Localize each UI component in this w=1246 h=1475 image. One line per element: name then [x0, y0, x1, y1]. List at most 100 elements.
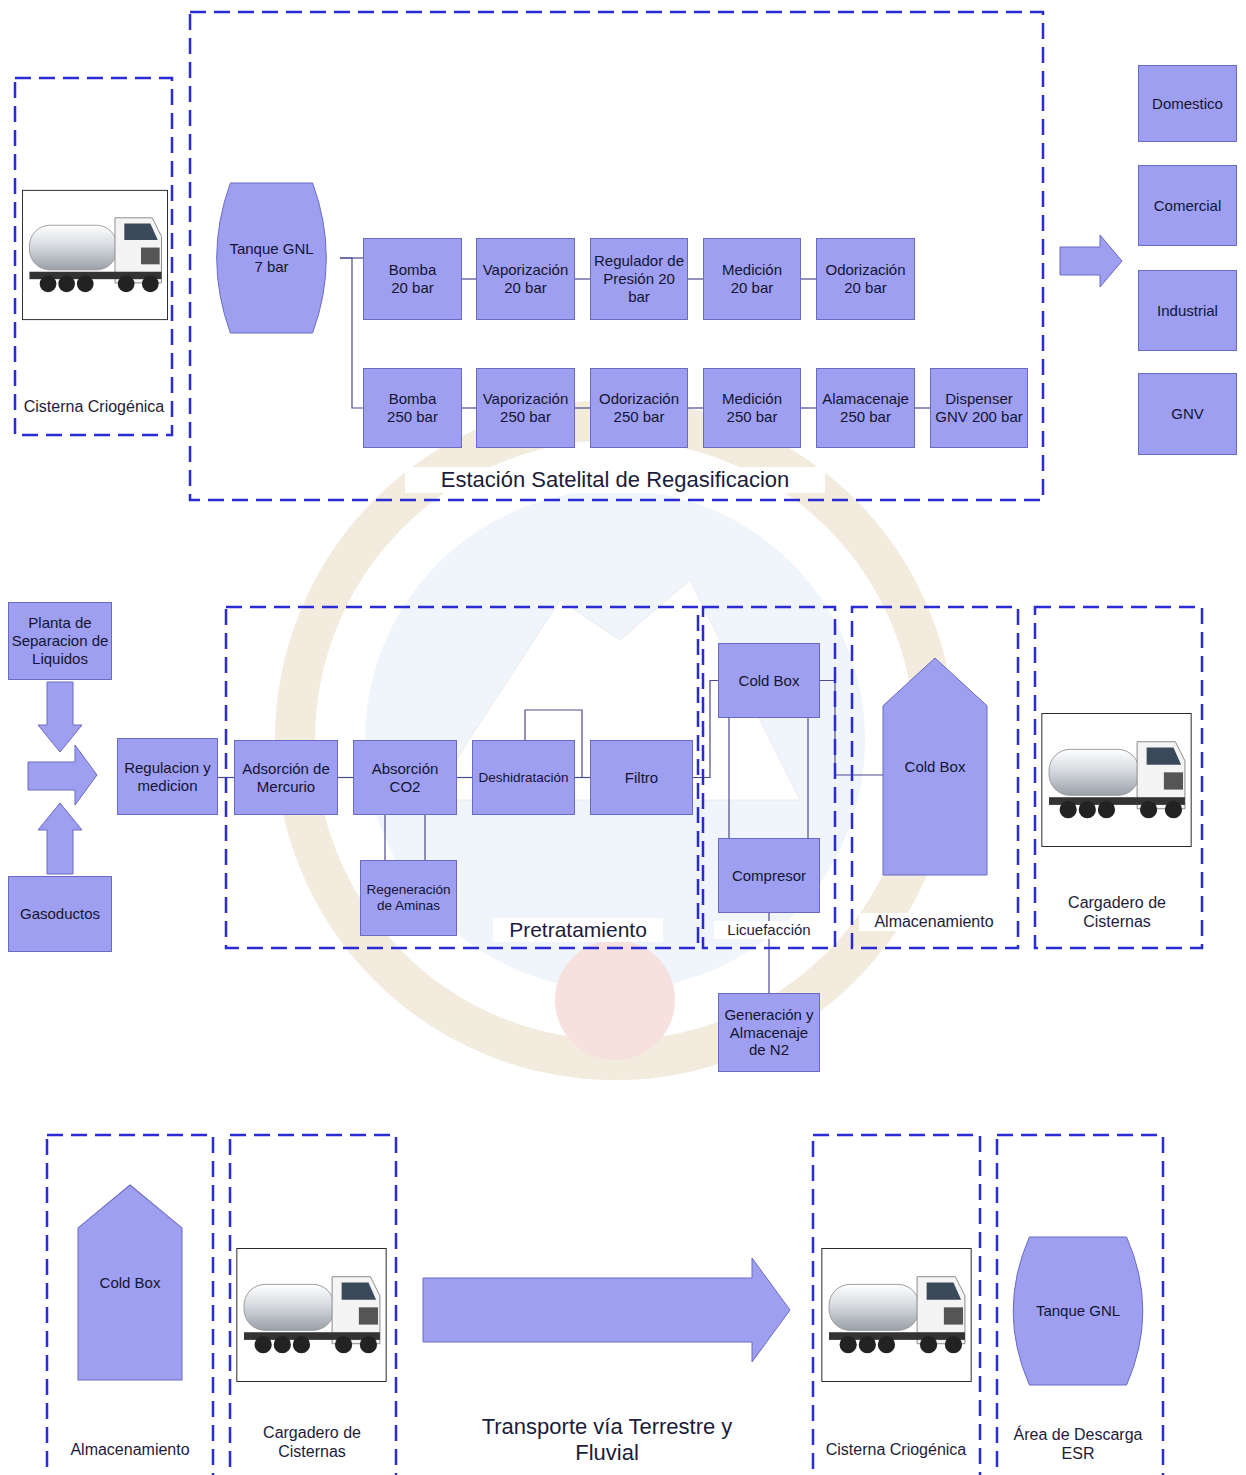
block-arrow — [423, 1258, 790, 1362]
box-label: Medición 250 bar — [716, 390, 788, 425]
connector-line — [688, 407, 703, 408]
process-box: Odorización 250 bar — [590, 368, 688, 448]
process-box: Filtro — [590, 740, 693, 815]
process-box: Comercial — [1138, 165, 1237, 246]
tank-shape: Tanque GNL 7 bar — [203, 183, 340, 333]
connector-line — [575, 777, 590, 778]
area-label: Almacenamiento — [859, 913, 1009, 932]
process-box: Industrial — [1138, 270, 1237, 351]
process-box: Odorización 20 bar — [816, 238, 915, 320]
dashed-area: Pretratamiento Adsorción de Mercurio Absor… — [226, 607, 698, 948]
seal-watermark — [295, 420, 935, 1060]
process-box: Deshidratación — [472, 740, 575, 815]
truck-picture — [1042, 713, 1191, 846]
connector-line — [575, 278, 590, 279]
dashed-area: Cargadero de Cisternas — [230, 1135, 396, 1475]
box-label: Compresor — [721, 867, 817, 885]
process-box: Regulador de Presión 20 bar — [590, 238, 688, 320]
block-arrow — [38, 803, 82, 874]
connector-line — [728, 718, 729, 838]
connector-line — [575, 407, 590, 408]
area-label: Estación Satelital de Regasificacion — [405, 467, 825, 493]
area-label: Cargadero de Cisternas — [1052, 894, 1182, 932]
transport-label: Transporte vía Terrestre y Fluvial — [467, 1414, 747, 1467]
process-box: Gasoductos — [8, 876, 112, 952]
dashed-area: Cisterna Criogénica — [15, 78, 172, 435]
box-label: Regulacion y medicion — [120, 759, 215, 794]
truck-picture — [822, 1248, 971, 1381]
box-label: Odorización 20 bar — [819, 261, 912, 296]
box-label: Medición 20 bar — [716, 261, 788, 296]
shape-fill — [217, 183, 327, 333]
dashed-area: Licuefacción Cold BoxCompresor — [703, 607, 835, 948]
box-label: Vaporización 250 bar — [479, 390, 572, 425]
process-box: Regeneración de Aminas — [360, 860, 457, 936]
area-label: Licuefacción — [714, 921, 824, 939]
box-label: GNV — [1141, 405, 1234, 423]
dashed-area: Almacenamiento Cold Box — [852, 607, 1018, 948]
dashed-outline — [852, 607, 1018, 948]
box-label: Absorción CO2 — [356, 760, 454, 795]
process-box: Compresor — [718, 838, 820, 913]
box-label: Bomba 250 bar — [382, 390, 444, 425]
dashed-outline — [703, 607, 835, 948]
connector-line — [338, 777, 353, 778]
connector-line — [462, 278, 476, 279]
dashed-outline — [190, 12, 1043, 500]
box-label: Bomba 20 bar — [382, 261, 444, 296]
process-box: Bomba 20 bar — [363, 238, 462, 320]
connector-line — [340, 258, 363, 408]
shape-fill — [883, 658, 987, 875]
process-box: Dispenser GNV 200 bar — [930, 368, 1028, 448]
dashed-outline — [15, 78, 172, 435]
area-label: Pretratamiento — [493, 918, 663, 943]
connector-line — [915, 407, 930, 408]
dashed-border — [15, 78, 172, 435]
process-box: Medición 250 bar — [703, 368, 801, 448]
connector-line — [807, 718, 808, 838]
dashed-outline — [226, 607, 698, 948]
dashed-outline — [813, 1135, 980, 1475]
box-label: Tanque GNL — [1018, 1302, 1138, 1320]
process-box: Medición 20 bar — [703, 238, 801, 320]
connector-line — [688, 278, 703, 279]
dashed-area: Almacenamiento Cold Box — [47, 1135, 213, 1475]
box-label: Adsorción de Mercurio — [237, 760, 335, 795]
storage-shape: Cold Box — [78, 1185, 182, 1380]
box-label: Regeneración de Aminas — [363, 882, 454, 914]
dashed-area: Cargadero de Cisternas — [1035, 607, 1202, 948]
box-label: Comercial — [1141, 197, 1234, 215]
truck-picture — [237, 1248, 386, 1381]
connector-line — [424, 815, 425, 860]
block-arrow — [1060, 235, 1122, 287]
area-label: Área de Descarga ESR — [1008, 1426, 1148, 1464]
box-label: Alamacenaje 250 bar — [819, 390, 912, 425]
dashed-area: Cisterna Criogénica — [813, 1135, 980, 1475]
area-label: Almacenamiento — [55, 1441, 205, 1460]
process-box: Domestico — [1138, 65, 1237, 142]
box-label: Deshidratación — [475, 770, 572, 786]
box-label: Domestico — [1141, 95, 1234, 113]
connector-line — [801, 278, 816, 279]
process-box: Generación y Almacenaje de N2 — [718, 993, 820, 1072]
connector-line — [384, 815, 385, 860]
process-box: Regulacion y medicion — [117, 738, 218, 815]
shape-fill — [1013, 1237, 1143, 1385]
shape-fill — [78, 1185, 182, 1380]
box-label: Planta de Separacion de Liquidos — [11, 614, 109, 667]
box-label: Cold Box — [889, 758, 981, 776]
process-box: Vaporización 250 bar — [476, 368, 575, 448]
box-label: Gasoductos — [11, 905, 109, 923]
area-label: Cisterna Criogénica — [19, 398, 169, 417]
dashed-outline — [997, 1135, 1163, 1475]
box-label: Generación y Almacenaje de N2 — [721, 1006, 817, 1059]
box-label: Industrial — [1141, 302, 1234, 320]
box-label: Cold Box — [721, 672, 817, 690]
process-box: Adsorción de Mercurio — [234, 740, 338, 815]
box-label: Tanque GNL 7 bar — [224, 240, 320, 275]
box-label: Dispenser GNV 200 bar — [933, 390, 1025, 425]
block-arrow — [28, 745, 97, 805]
process-box: Vaporización 20 bar — [476, 238, 575, 320]
process-box: Cold Box — [718, 643, 820, 718]
